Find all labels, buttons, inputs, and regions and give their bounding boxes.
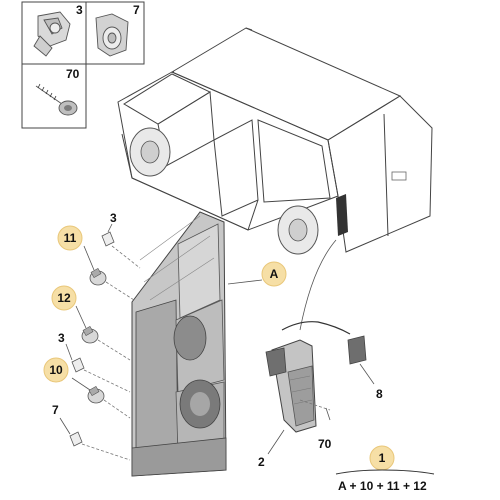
badge-label-12: 12 [57, 291, 71, 305]
rear-lamp-icon [131, 211, 227, 477]
bulb-icon [81, 325, 99, 344]
badge-bulb-11: 11 [57, 225, 83, 251]
badge-label-11: 11 [64, 231, 77, 245]
badge-label-1: 1 [379, 451, 386, 465]
lens-icon [347, 335, 367, 365]
inset-label-clip-nut: 3 [76, 3, 83, 17]
bulb-holder-icon [69, 431, 83, 447]
badge-lamp-assembly: A [261, 261, 287, 287]
inset-label-screw: 70 [66, 67, 80, 81]
inset-panel: 3 7 70 [21, 1, 145, 129]
inset-label-plug-clip: 7 [133, 3, 140, 17]
bulb-icon [89, 267, 107, 286]
callout-lamp-2: 2 [258, 455, 265, 469]
van-icon [117, 27, 433, 255]
bulb-icon [87, 385, 105, 404]
badge-bulb-12: 12 [51, 285, 77, 311]
bulb-holder-icon [101, 231, 115, 247]
badge-label-a: A [270, 267, 279, 281]
badge-kit-1: 1 [369, 445, 395, 471]
screw-icon [35, 83, 78, 116]
callout-bulb-3-mid: 3 [58, 331, 65, 345]
callout-holder-7: 7 [52, 403, 59, 417]
badge-bulb-10: 10 [43, 357, 69, 383]
callout-bulb-3-top: 3 [110, 211, 117, 225]
badge-label-10: 10 [49, 363, 63, 377]
kit-formula: A + 10 + 11 + 12 [338, 479, 427, 493]
plug-clip-icon [95, 13, 129, 57]
callout-lens-8: 8 [376, 387, 383, 401]
bulb-holder-icon [71, 357, 85, 373]
clip-nut-icon [33, 11, 71, 57]
callout-screw-70: 70 [318, 437, 332, 451]
side-marker-lamp-icon [265, 339, 317, 433]
